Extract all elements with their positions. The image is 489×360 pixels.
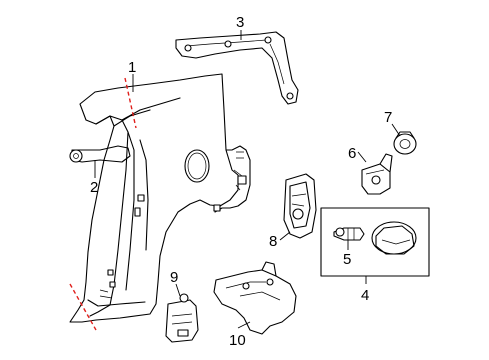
callout-8: 8 xyxy=(269,233,277,250)
callout-7: 7 xyxy=(384,109,392,126)
leader-9 xyxy=(175,283,181,297)
part-9-clip xyxy=(165,293,199,343)
leader-lines xyxy=(94,30,401,329)
part-5-hinge xyxy=(333,227,365,241)
part-4-fuel-door-assembly-box xyxy=(320,207,430,277)
cut-line-upper xyxy=(124,77,137,129)
part-6-lid-opener xyxy=(361,153,393,195)
part-10-extension xyxy=(213,261,297,335)
fuel-door xyxy=(371,221,417,255)
callout-4: 4 xyxy=(361,287,369,304)
callout-6: 6 xyxy=(348,145,356,162)
callout-1: 1 xyxy=(128,59,136,76)
callout-9: 9 xyxy=(170,269,178,286)
leader-7 xyxy=(391,123,401,137)
callout-5: 5 xyxy=(343,251,351,268)
leader-8 xyxy=(279,231,291,241)
cut-line-lower xyxy=(69,283,97,331)
callout-2: 2 xyxy=(90,179,98,196)
leader-10 xyxy=(237,321,251,329)
callout-labels: 1 2 3 4 5 6 7 8 9 10 xyxy=(90,14,392,349)
leader-6 xyxy=(357,151,367,163)
part-2-bracket xyxy=(69,145,131,163)
part-7-grommet xyxy=(393,131,417,155)
part-3-reinforcement xyxy=(175,31,299,105)
part-8-fuel-housing xyxy=(283,173,317,239)
callout-3: 3 xyxy=(236,14,244,31)
callout-10: 10 xyxy=(229,332,246,349)
quarter-panel xyxy=(69,73,251,323)
